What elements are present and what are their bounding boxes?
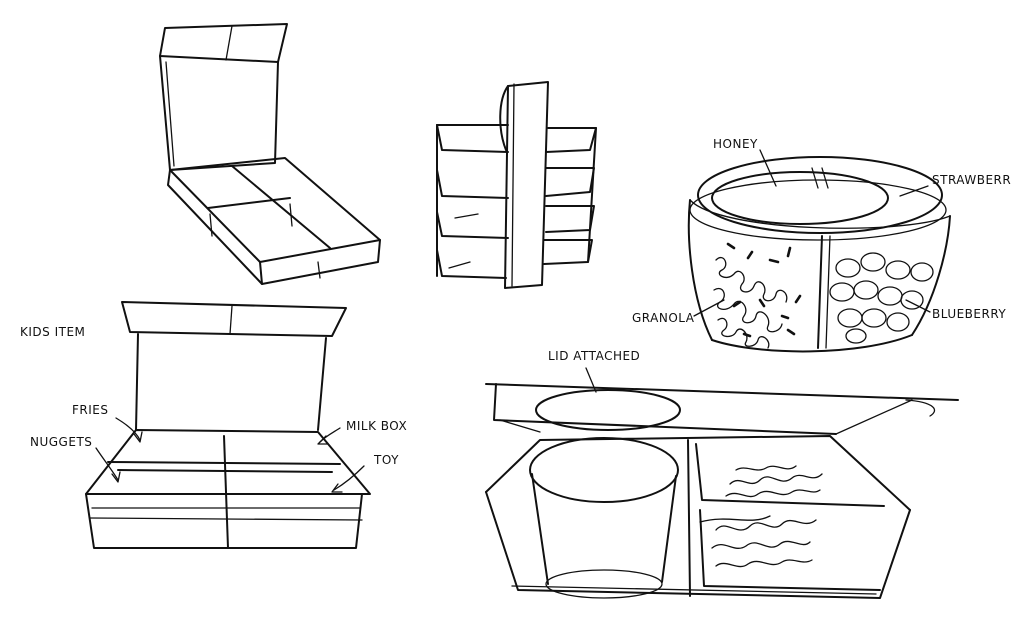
- lid-attached-label: LID ATTACHED: [548, 349, 640, 363]
- kids-item-label: KIDS ITEM: [20, 325, 85, 339]
- tray-with-attached-lid-sketch: [485, 367, 959, 599]
- honey-label: HONEY: [713, 137, 758, 151]
- open-compartment-box-sketch: [159, 23, 381, 285]
- milk-box-label: MILK BOX: [346, 419, 407, 433]
- granola-label: GRANOLA: [632, 311, 695, 325]
- toy-label: TOY: [373, 453, 399, 467]
- nuggets-label: NUGGETS: [30, 435, 92, 449]
- kids-meal-box-sketch: [85, 301, 371, 549]
- fries-label: FRIES: [72, 403, 108, 417]
- round-dual-compartment-container-sketch: [687, 149, 951, 353]
- strawberry-label: STRAWBERR: [932, 173, 1011, 187]
- stacked-rack-sketch: [436, 81, 597, 289]
- blueberry-label: BLUEBERRY: [932, 307, 1006, 321]
